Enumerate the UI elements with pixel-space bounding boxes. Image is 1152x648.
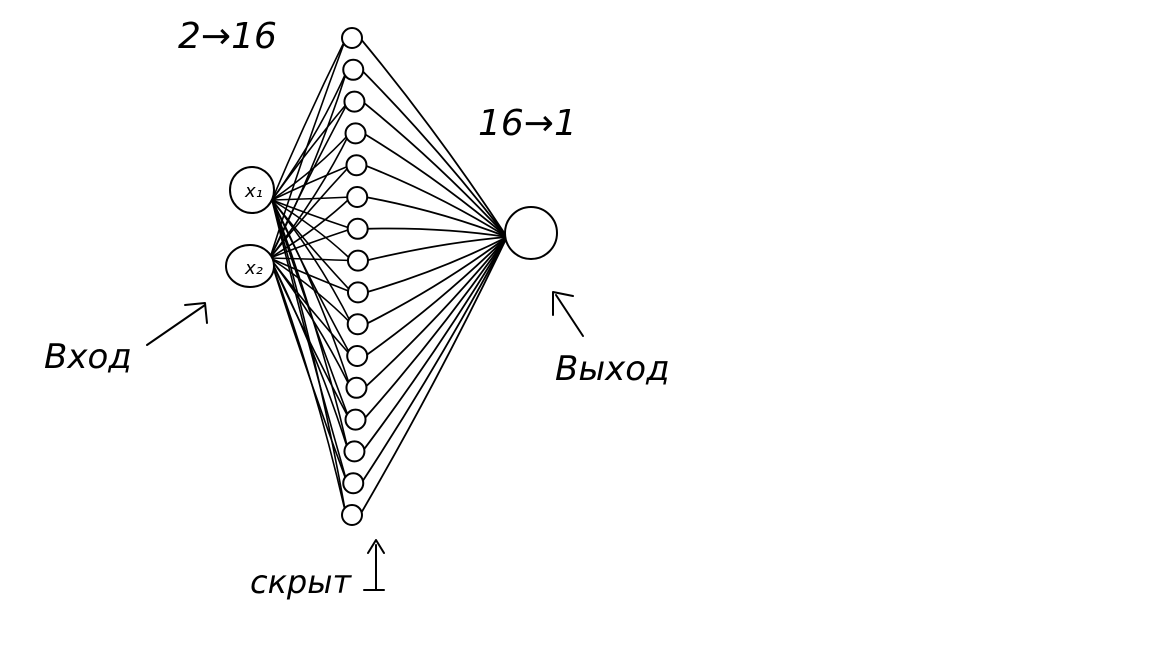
edge-input1-hidden3 — [271, 101, 350, 201]
edge-hidden1-output — [359, 37, 508, 238]
edge-hidden5-output — [364, 164, 508, 238]
hidden-node-16 — [341, 504, 363, 526]
input-x1-label: x₁ — [244, 181, 263, 202]
edge-hidden12-output — [363, 236, 508, 389]
hidden-node-1 — [341, 27, 363, 49]
output-caption: Выход — [555, 349, 670, 389]
output-arrow — [552, 291, 584, 337]
edge-hidden13-output — [362, 236, 508, 421]
edge-input2-hidden8 — [269, 257, 352, 262]
edge-input1-hidden12 — [271, 199, 352, 389]
edge-input1-hidden10 — [271, 199, 353, 325]
edge-hidden16-output — [359, 236, 508, 516]
hidden-node-14 — [343, 440, 366, 463]
input-node-x1 — [229, 166, 275, 214]
edge-hidden8-output — [365, 236, 508, 262]
edge-hidden2-output — [360, 69, 508, 238]
hidden-node-8 — [346, 249, 369, 272]
edge-input2-hidden3 — [269, 101, 350, 259]
input-caption: Вход — [44, 337, 132, 377]
hidden-node-10 — [346, 313, 369, 336]
edge-input1-hidden14 — [271, 199, 350, 452]
edge-hidden7-output — [365, 227, 508, 238]
hidden-node-9 — [346, 281, 369, 304]
edge-hidden4-output — [363, 132, 508, 238]
neurons — [225, 27, 558, 526]
edge-hidden9-output — [365, 236, 508, 294]
edge-input1-hidden1 — [271, 37, 347, 201]
edge-input2-hidden7 — [269, 228, 352, 259]
hidden-node-3 — [343, 90, 366, 113]
hidden-node-7 — [346, 217, 369, 240]
edge-input2-hidden5 — [269, 164, 352, 259]
edge-hidden3-output — [361, 100, 508, 238]
edge-hidden6-output — [365, 196, 508, 238]
edge-input2-hidden1 — [269, 37, 347, 259]
edge-input2-hidden16 — [269, 257, 347, 516]
label-layer1-size: 2→16 — [178, 16, 277, 57]
edge-input1-hidden4 — [271, 132, 351, 201]
edge-input2-hidden14 — [269, 257, 350, 452]
edge-input2-hidden6 — [269, 196, 352, 259]
edge-input2-hidden11 — [269, 257, 352, 357]
connections — [269, 37, 508, 516]
output-node — [504, 206, 558, 260]
hidden-node-5 — [345, 154, 368, 177]
hidden-arrow — [363, 539, 385, 591]
hidden-node-15 — [342, 472, 365, 495]
edge-hidden11-output — [364, 236, 508, 357]
hidden-node-13 — [344, 408, 367, 431]
hidden-caption: скрыт — [250, 563, 353, 601]
label-layer2-size: 16→1 — [478, 103, 577, 144]
edge-input2-hidden10 — [269, 257, 353, 325]
input-arrow — [146, 302, 208, 346]
hidden-node-4 — [344, 122, 367, 145]
edge-input2-hidden9 — [269, 257, 353, 294]
hidden-node-6 — [346, 186, 369, 208]
edge-input1-hidden7 — [271, 199, 352, 230]
edge-input2-hidden12 — [269, 257, 352, 389]
hidden-node-11 — [346, 345, 369, 367]
edge-hidden14-output — [361, 236, 508, 452]
input-x2-label: x₂ — [244, 258, 263, 279]
edge-hidden15-output — [360, 236, 508, 484]
edge-input1-hidden8 — [271, 199, 353, 262]
edge-hidden10-output — [365, 236, 508, 326]
hidden-node-12 — [345, 376, 368, 399]
edge-input1-hidden6 — [271, 196, 352, 201]
hidden-node-2 — [342, 58, 365, 81]
input-node-x2 — [225, 244, 275, 288]
edge-input1-hidden5 — [271, 164, 351, 201]
